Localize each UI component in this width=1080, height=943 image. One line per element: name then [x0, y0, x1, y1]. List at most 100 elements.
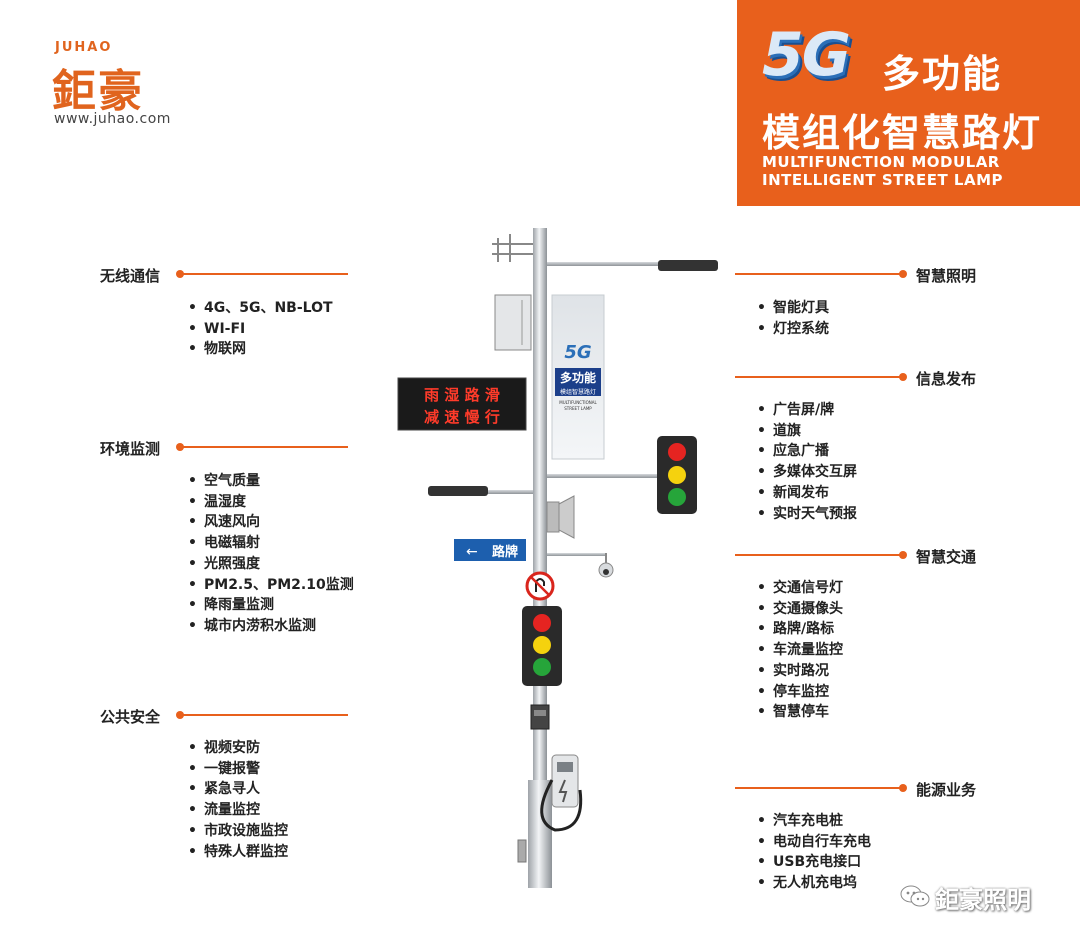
list-wireless: 4G、5G、NB-LOT WI-FI 物联网 — [188, 298, 333, 360]
list-item: 特殊人群监控 — [188, 842, 288, 863]
list-item: 停车监控 — [757, 682, 843, 703]
section-line — [735, 787, 903, 789]
list-item: 降雨量监测 — [188, 595, 354, 616]
list-item: 广告屏/牌 — [757, 400, 857, 421]
section-title-info: 信息发布 — [916, 370, 977, 388]
lower-light-head-icon — [428, 486, 488, 496]
section-title-traffic: 智慧交通 — [916, 548, 977, 566]
list-traffic: 交通信号灯 交通摄像头 路牌/路标 车流量监控 实时路况 停车监控 智慧停车 — [757, 578, 843, 723]
traffic-light-right — [657, 436, 697, 514]
list-info: 广告屏/牌 道旗 应急广播 多媒体交互屏 新闻发布 实时天气预报 — [757, 400, 857, 524]
section-line — [735, 554, 903, 556]
list-item: 视频安防 — [188, 738, 288, 759]
section-line — [180, 446, 348, 448]
flag-sub: 模组智慧路灯 — [560, 388, 596, 396]
lower-light-arm — [480, 490, 533, 494]
section-dot — [899, 784, 907, 792]
list-item: PM2.5、PM2.10监测 — [188, 575, 354, 596]
section-title-lighting: 智慧照明 — [916, 267, 977, 285]
list-item: 电磁辐射 — [188, 533, 354, 554]
section-title-energy: 能源业务 — [916, 781, 977, 799]
led-sign-line2: 减 速 慢 行 — [424, 408, 500, 426]
flag-5g: 5G — [564, 342, 591, 363]
flag-en1: MULTIFUNCTIONAL — [559, 400, 597, 405]
camera-arm — [547, 553, 607, 556]
list-item: 灯控系统 — [757, 319, 829, 340]
list-item: 物联网 — [188, 339, 333, 360]
banner-title: 模组化智慧路灯 — [762, 111, 1043, 155]
flag-en2: STREET LAMP — [564, 406, 592, 411]
light-head-icon — [658, 260, 718, 271]
cabinet-box — [494, 294, 532, 351]
list-item: 无人机充电坞 — [757, 873, 871, 894]
section-title-environment: 环境监测 — [100, 440, 161, 458]
list-safety: 视频安防 一键报警 紧急寻人 流量监控 市政设施监控 特殊人群监控 — [188, 738, 288, 862]
list-item: 市政设施监控 — [188, 821, 288, 842]
list-item: 道旗 — [757, 421, 857, 442]
logo-en: JUHAO — [55, 40, 113, 55]
list-item: 智能灯具 — [757, 298, 829, 319]
section-line — [180, 714, 348, 716]
street-lamp-illustration: 5G 多功能 模组智慧路灯 MULTIFUNCTIONAL STREET LAM… — [397, 228, 718, 888]
list-item: 交通信号灯 — [757, 578, 843, 599]
section-line — [735, 376, 903, 378]
section-dot — [899, 270, 907, 278]
speaker-icon — [546, 495, 575, 539]
section-line — [735, 273, 903, 275]
light-arm — [547, 262, 662, 266]
emergency-call-box — [530, 704, 550, 730]
list-item: WI-FI — [188, 319, 333, 340]
flag-multi-bg — [555, 368, 601, 386]
antenna-icon — [492, 234, 536, 262]
signal-arm — [547, 474, 657, 478]
section-dot — [899, 551, 907, 559]
list-energy: 汽车充电桩 电动自行车充电 USB充电接口 无人机充电坞 — [757, 811, 871, 894]
banner-en-line1: MULTIFUNCTION MODULAR — [762, 153, 1000, 171]
list-item: 温湿度 — [188, 492, 354, 513]
list-item: 城市内涝积水监测 — [188, 616, 354, 637]
list-environment: 空气质量 温湿度 风速风向 电磁辐射 光照强度 PM2.5、PM2.10监测 降… — [188, 471, 354, 637]
base-post — [517, 839, 527, 863]
street-sign-label: 路牌 — [492, 544, 518, 560]
street-name-sign: ← 路牌 — [452, 537, 528, 563]
section-dot — [899, 373, 907, 381]
list-item: 光照强度 — [188, 554, 354, 575]
section-line — [180, 273, 348, 275]
list-item: 新闻发布 — [757, 483, 857, 504]
banner-multi: 多功能 — [882, 52, 1003, 96]
traffic-light-lower — [522, 606, 562, 686]
list-item: 应急广播 — [757, 441, 857, 462]
flag-multi: 多功能 — [560, 370, 596, 385]
section-title-wireless: 无线通信 — [100, 267, 161, 285]
logo-url: www.juhao.com — [54, 111, 171, 127]
logo-cn: 鉅豪 — [52, 66, 144, 117]
list-item: 交通摄像头 — [757, 599, 843, 620]
banner-en-line2: INTELLIGENT STREET LAMP — [762, 171, 1003, 189]
list-item: 实时天气预报 — [757, 504, 857, 525]
list-item: 路牌/路标 — [757, 619, 843, 640]
led-sign-line1: 雨 湿 路 滑 — [424, 386, 500, 404]
title-banner — [737, 0, 1080, 206]
list-item: 电动自行车充电 — [757, 832, 871, 853]
list-item: 4G、5G、NB-LOT — [188, 298, 333, 319]
list-item: 风速风向 — [188, 512, 354, 533]
lamp-pole-base — [528, 780, 552, 888]
list-item: 实时路况 — [757, 661, 843, 682]
list-item: 紧急寻人 — [188, 779, 288, 800]
wechat-icon — [900, 885, 930, 907]
footer-watermark: 鉅豪照明 — [935, 886, 1031, 914]
no-u-turn-sign-icon — [525, 571, 555, 601]
list-item: 汽车充电桩 — [757, 811, 871, 832]
arrow-left-icon: ← — [466, 544, 478, 560]
lamp-pole — [533, 228, 547, 788]
section-title-safety: 公共安全 — [100, 708, 161, 726]
banner-5g: 5G — [762, 20, 851, 90]
charging-station-icon — [540, 754, 583, 832]
list-item: 车流量监控 — [757, 640, 843, 661]
list-item: 流量监控 — [188, 800, 288, 821]
led-sign — [397, 377, 527, 431]
list-item: 一键报警 — [188, 759, 288, 780]
list-item: 空气质量 — [188, 471, 354, 492]
list-item: 智慧停车 — [757, 702, 843, 723]
list-lighting: 智能灯具 灯控系统 — [757, 298, 829, 339]
